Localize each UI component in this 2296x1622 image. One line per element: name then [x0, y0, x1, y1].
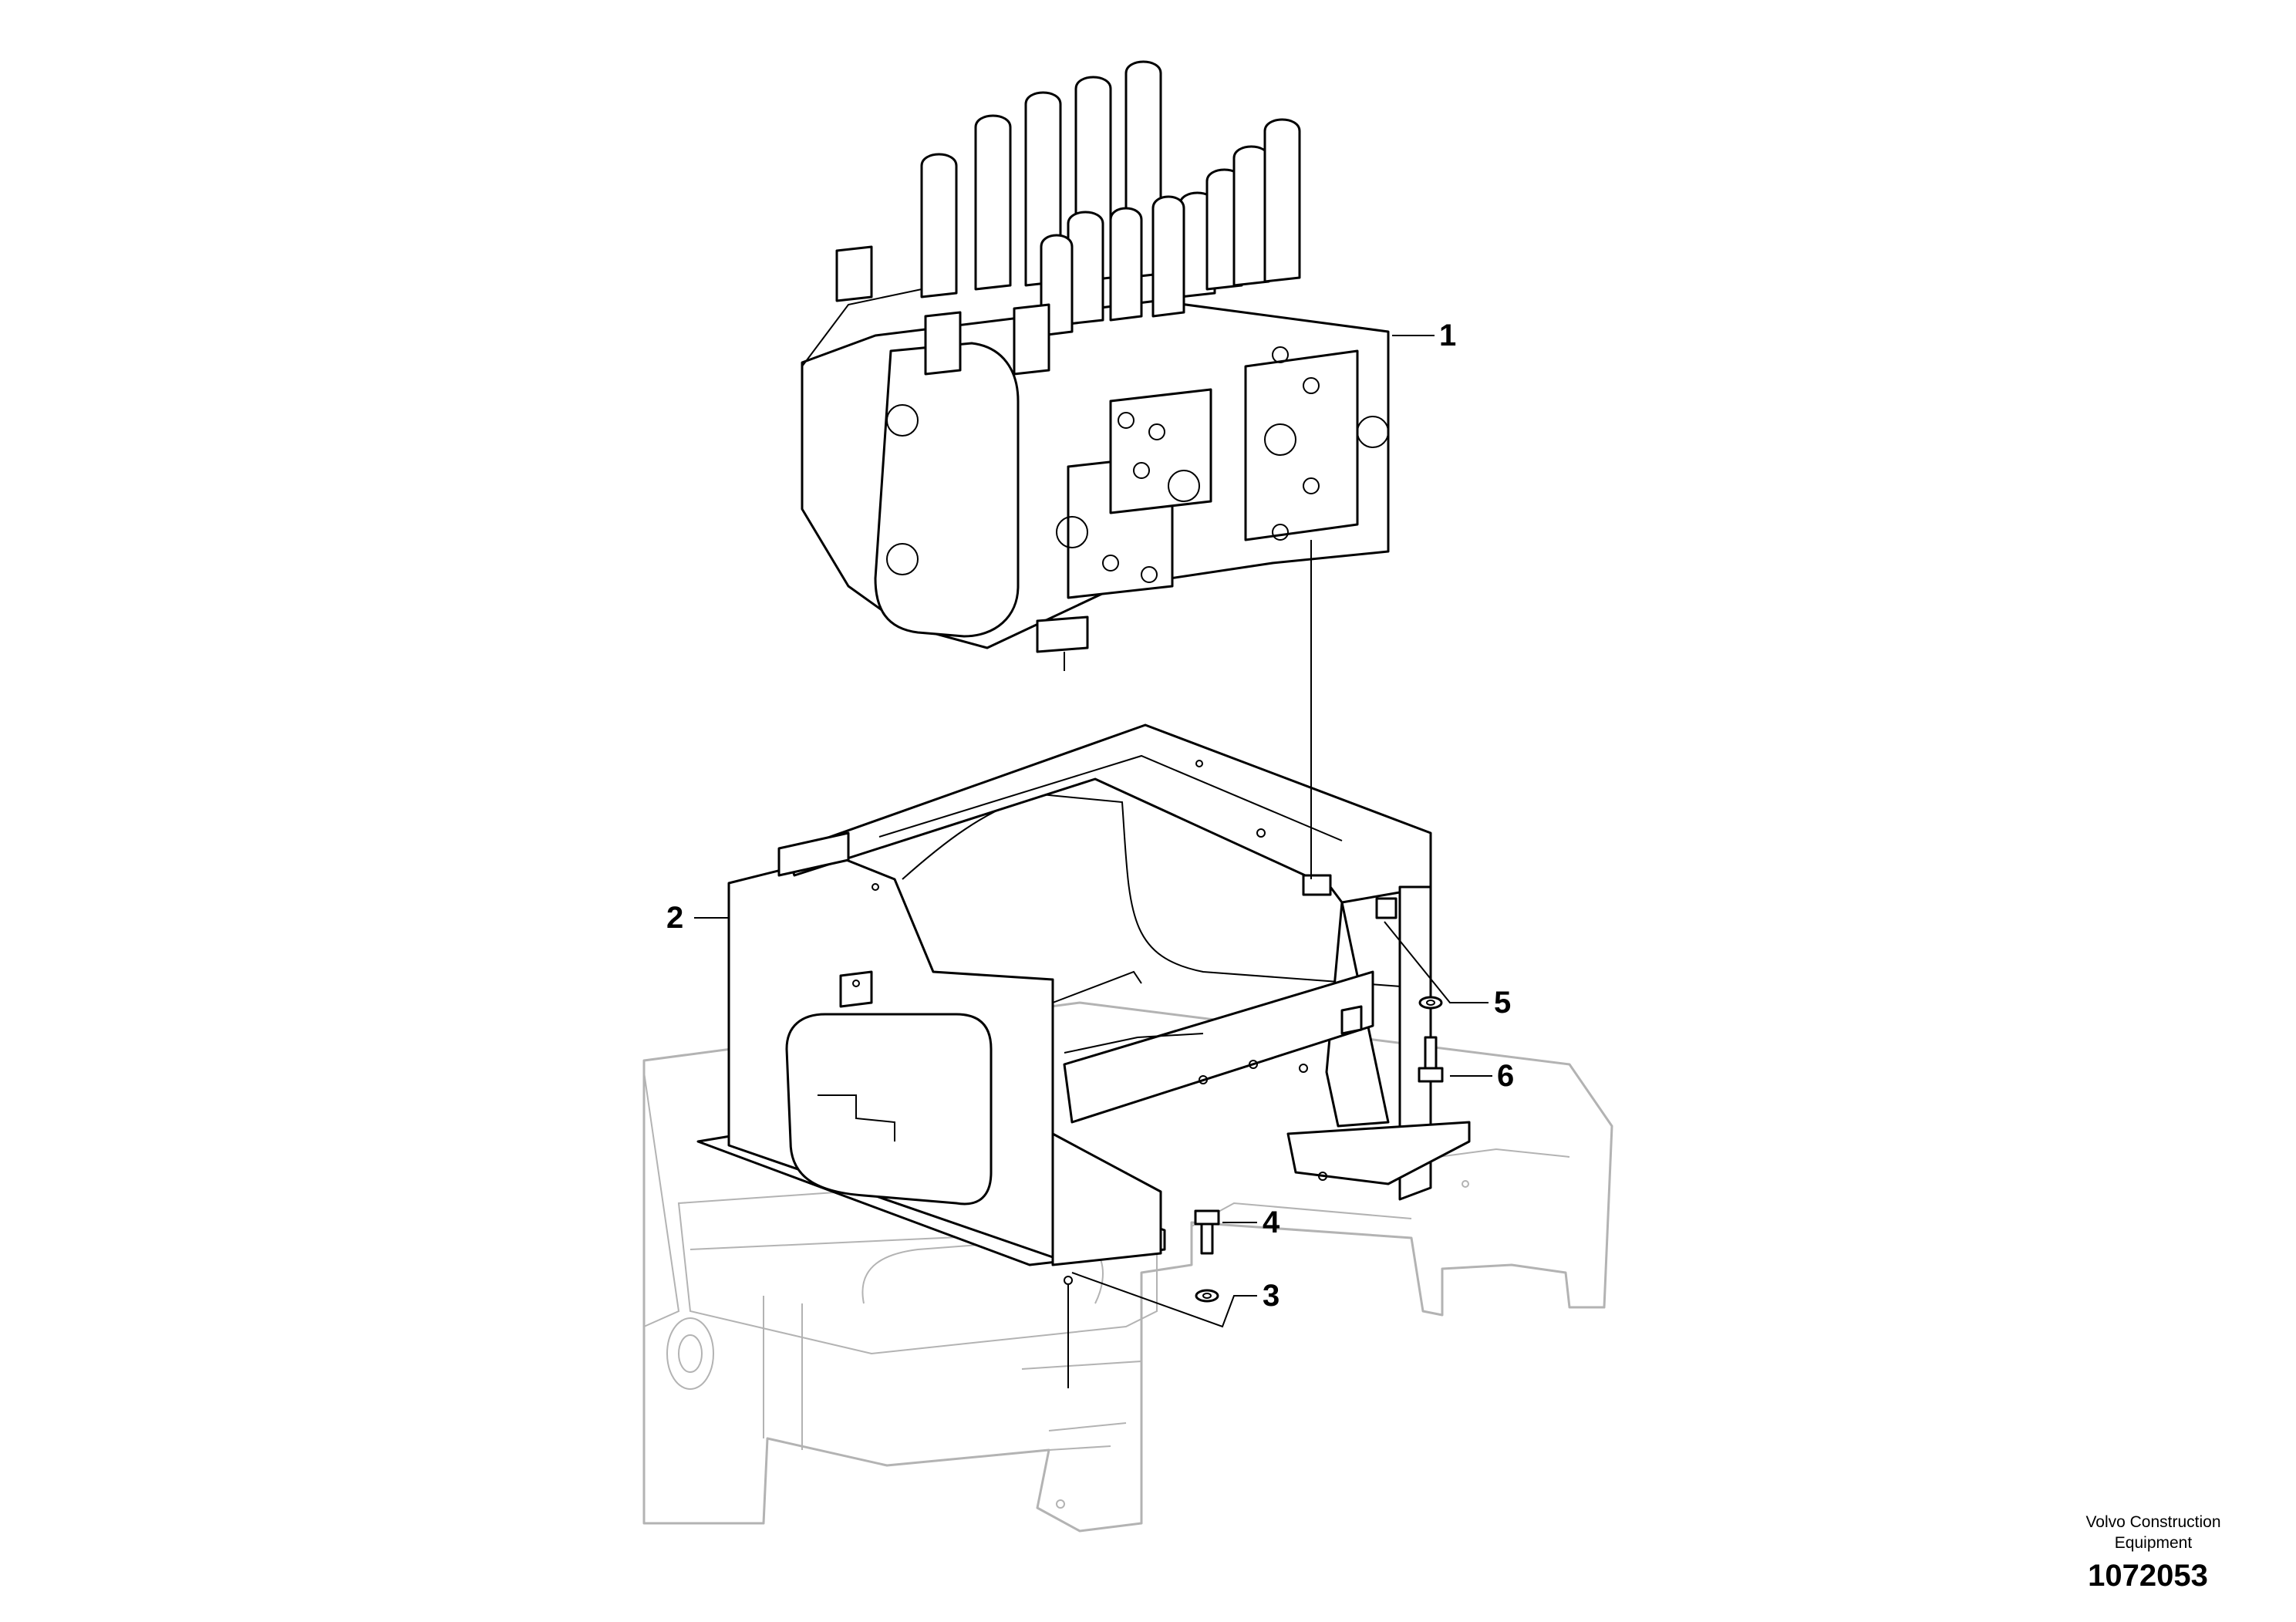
callout-5: 5	[1494, 986, 1511, 1020]
washer-icon	[1418, 996, 1443, 1010]
bolt-icon-2	[1194, 1209, 1220, 1255]
maker-line-2: Equipment	[2115, 1534, 2193, 1552]
document-number: 1072053	[2088, 1559, 2208, 1593]
callout-4: 4	[1263, 1206, 1280, 1239]
leader-3	[1071, 1272, 1257, 1328]
washer-icon-2	[1195, 1289, 1219, 1303]
leader-5	[1384, 921, 1489, 1003]
maker-line-1: Volvo Construction	[2085, 1513, 2220, 1531]
leader-lines	[694, 335, 1492, 1388]
callout-3: 3	[1263, 1279, 1279, 1313]
control-valve	[801, 60, 1390, 671]
callout-1: 1	[1439, 319, 1456, 352]
bolt-icon	[1418, 1036, 1444, 1083]
callout-6: 6	[1497, 1059, 1514, 1093]
valve-mounting-frame	[696, 723, 1471, 1285]
callout-2: 2	[666, 901, 683, 935]
